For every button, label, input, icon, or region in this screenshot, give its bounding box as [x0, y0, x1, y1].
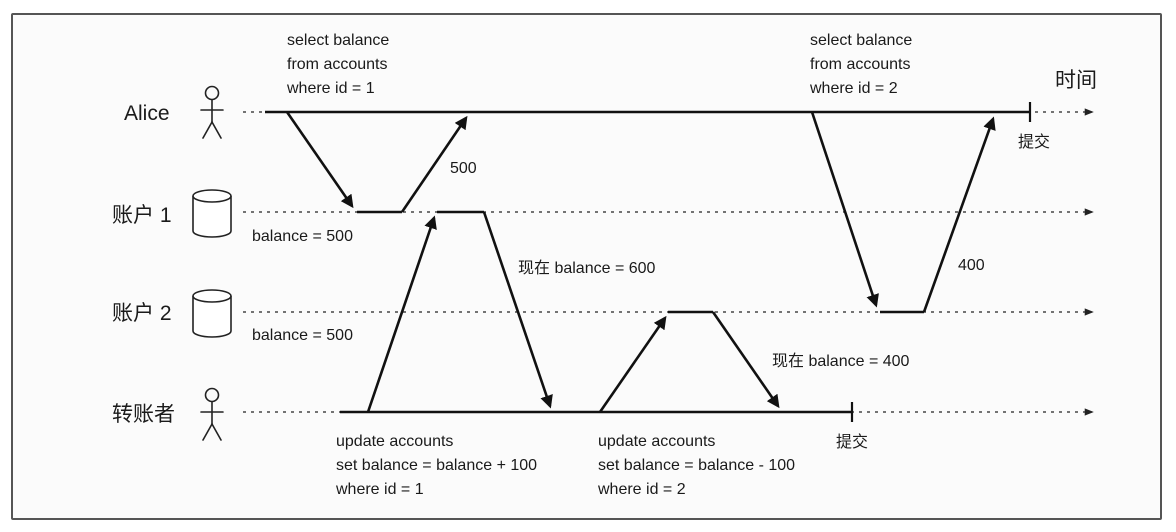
update1-response-arrow	[482, 211, 553, 409]
transferor-commit-label: 提交	[836, 433, 868, 451]
update2-request-arrow	[598, 315, 667, 413]
svg-text:from accounts: from accounts	[810, 56, 910, 73]
update2-text: update accounts set balance = balance - …	[597, 433, 795, 498]
lane-label-account2: 账户 2	[112, 302, 172, 325]
update1-text: update accounts set balance = balance + …	[335, 433, 537, 498]
svg-text:update accounts: update accounts	[598, 433, 715, 450]
account1-initial-balance: balance = 500	[252, 228, 353, 245]
svg-text:from accounts: from accounts	[287, 56, 387, 73]
svg-text:where id = 2: where id = 2	[597, 481, 686, 498]
query2-text: select balance from accounts where id = …	[809, 32, 912, 97]
lane-label-account1: 账户 1	[112, 204, 172, 227]
svg-text:select balance: select balance	[810, 32, 912, 49]
alice-commit-label: 提交	[1018, 133, 1050, 151]
svg-text:where id = 1: where id = 1	[335, 481, 424, 498]
update1-request-arrow	[366, 215, 437, 413]
lane-label-alice: Alice	[124, 102, 170, 125]
svg-text:select balance: select balance	[287, 32, 389, 49]
account2-initial-balance: balance = 500	[252, 327, 353, 344]
svg-text:where id = 1: where id = 1	[286, 80, 375, 97]
alice-person-icon	[200, 85, 224, 139]
alice-read2-response-arrow	[922, 116, 996, 313]
account2-database-icon	[192, 289, 232, 338]
account2-new-balance: 现在 balance = 400	[772, 352, 910, 370]
update2-response-arrow	[711, 311, 780, 409]
diagram-frame	[11, 13, 1162, 520]
account1-new-balance: 现在 balance = 600	[518, 259, 656, 277]
svg-text:set balance = balance - 100: set balance = balance - 100	[598, 457, 795, 474]
lane-label-transferor: 转账者	[112, 403, 175, 426]
svg-text:where id = 2: where id = 2	[809, 80, 898, 97]
time-axis-label: 时间	[1055, 69, 1097, 92]
alice-read1-response-arrow	[400, 115, 468, 213]
transferor-person-icon	[200, 387, 224, 441]
svg-text:update accounts: update accounts	[336, 433, 453, 450]
svg-text:set balance = balance + 100: set balance = balance + 100	[336, 457, 537, 474]
read2-return-value: 400	[958, 257, 985, 274]
alice-read2-request-arrow	[810, 111, 879, 308]
alice-read1-request-arrow	[285, 111, 354, 209]
account1-database-icon	[192, 189, 232, 238]
read1-return-value: 500	[450, 160, 477, 177]
query1-text: select balance from accounts where id = …	[286, 32, 389, 97]
